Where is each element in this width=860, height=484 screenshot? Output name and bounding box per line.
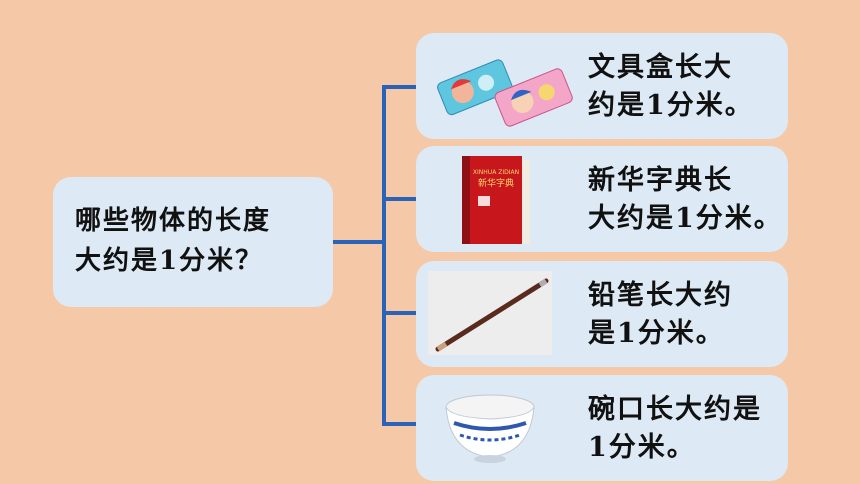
connector-trunk — [332, 240, 384, 244]
item-label-pencil: 铅笔长大约 是1分米。 — [588, 280, 733, 349]
dictionary-title: 新华字典 — [478, 177, 514, 189]
item-label-pencil-case: 文具盒长大 约是1分米。 — [588, 52, 754, 121]
connector-spine — [382, 85, 386, 426]
item-label-dictionary: 新华字典长 大约是1分米。 — [588, 165, 783, 234]
item-box-pencil-case: 文具盒长大 约是1分米。 — [416, 33, 788, 139]
connector-branch-1 — [382, 85, 418, 89]
dictionary-icon: XINHUA ZIDIAN 新华字典 — [462, 156, 530, 244]
pencil-icon — [428, 271, 552, 355]
item-label-bowl: 碗口长大约是 1分米。 — [588, 394, 762, 463]
item-box-dictionary: XINHUA ZIDIAN 新华字典 新华字典长 大约是1分米。 — [416, 146, 788, 252]
dictionary-pinyin: XINHUA ZIDIAN — [473, 169, 519, 176]
pencil-case-icon — [437, 59, 573, 127]
question-box: 哪些物体的长度 大约是1分米？ — [53, 177, 333, 307]
question-text: 哪些物体的长度 大约是1分米？ — [75, 206, 272, 276]
item-box-bowl: 碗口长大约是 1分米。 — [416, 375, 788, 481]
item-box-pencil: 铅笔长大约 是1分米。 — [416, 261, 788, 367]
bowl-icon — [445, 394, 535, 463]
connector-branch-4 — [382, 422, 418, 426]
connector-branch-2 — [382, 197, 418, 201]
connector-branch-3 — [382, 311, 418, 315]
